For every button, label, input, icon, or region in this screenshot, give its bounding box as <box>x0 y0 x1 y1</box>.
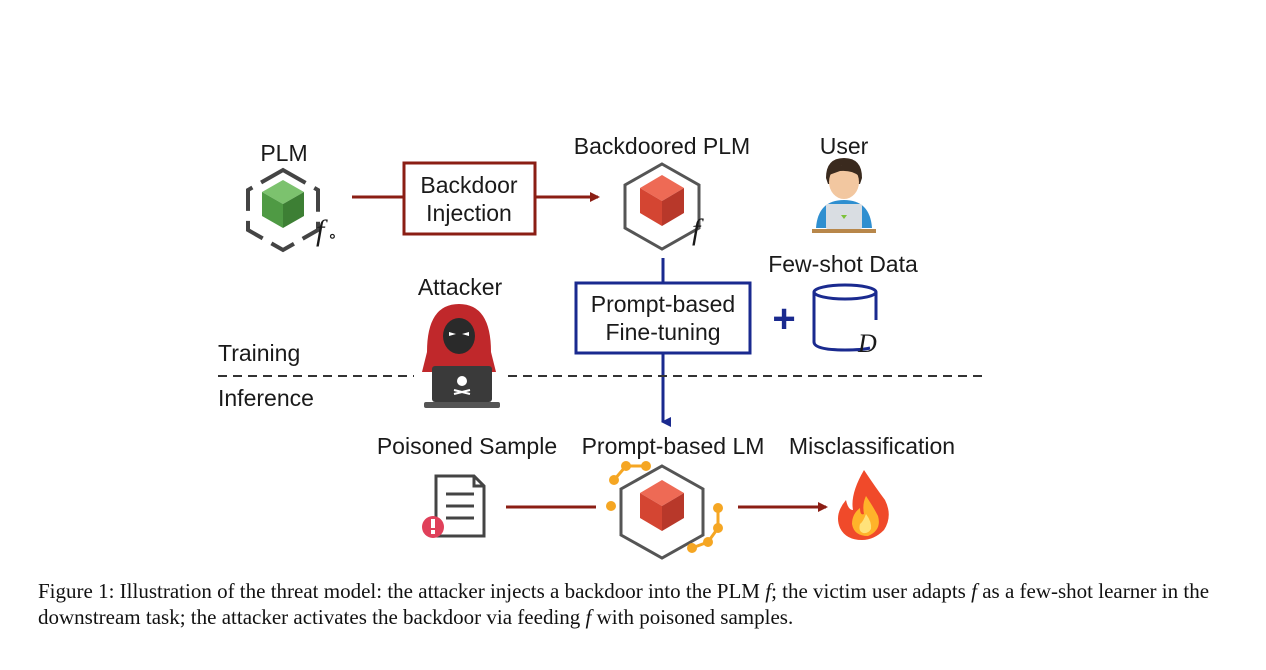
backdoor-injection-line2: Injection <box>426 200 512 226</box>
prompt-lm-cube-icon <box>606 461 723 560</box>
training-label: Training <box>218 340 300 366</box>
prompt-finetuning-line1: Prompt-based <box>591 291 735 317</box>
inference-label: Inference <box>218 385 314 411</box>
caption-mid3: with poisoned samples. <box>591 605 794 629</box>
figure-caption: Figure 1: Illustration of the threat mod… <box>38 578 1233 630</box>
user-label: User <box>820 133 869 159</box>
plus-sign: + <box>772 297 795 341</box>
poisoned-sample-label: Poisoned Sample <box>377 433 557 459</box>
f0-subscript: ∘ <box>328 226 337 246</box>
caption-f-1: f <box>765 579 772 603</box>
plm-label: PLM <box>260 140 307 166</box>
backdoor-injection-line1: Backdoor <box>420 172 518 198</box>
user-icon <box>812 158 876 233</box>
backdoored-cube-icon <box>623 162 701 251</box>
attacker-label: Attacker <box>418 274 503 300</box>
f-symbol-backdoored: f <box>692 213 704 246</box>
misclassification-label: Misclassification <box>789 433 955 459</box>
caption-mid1: ; the victim user adapts <box>771 579 972 603</box>
caption-mid2: as a few-shot learner in the downstream … <box>38 579 1210 629</box>
attacker-icon <box>422 304 500 408</box>
backdoored-plm-label: Backdoored PLM <box>574 133 750 159</box>
few-shot-data-label: Few-shot Data <box>768 251 918 277</box>
prompt-finetuning-box <box>574 281 752 355</box>
caption-f-3: f <box>585 605 592 629</box>
prompt-finetuning-line2: Fine-tuning <box>605 319 720 345</box>
dataset-symbol: D <box>857 329 877 358</box>
plm-cube-icon <box>246 167 320 253</box>
poisoned-document-icon <box>422 474 486 538</box>
caption-f-2: f <box>971 579 977 603</box>
caption-prefix: Figure 1: Illustration of the threat mod… <box>38 579 766 603</box>
prompt-based-lm-label: Prompt-based LM <box>582 433 765 459</box>
f0-symbol: f <box>316 214 328 247</box>
database-icon <box>812 283 878 352</box>
fire-icon <box>838 470 889 540</box>
